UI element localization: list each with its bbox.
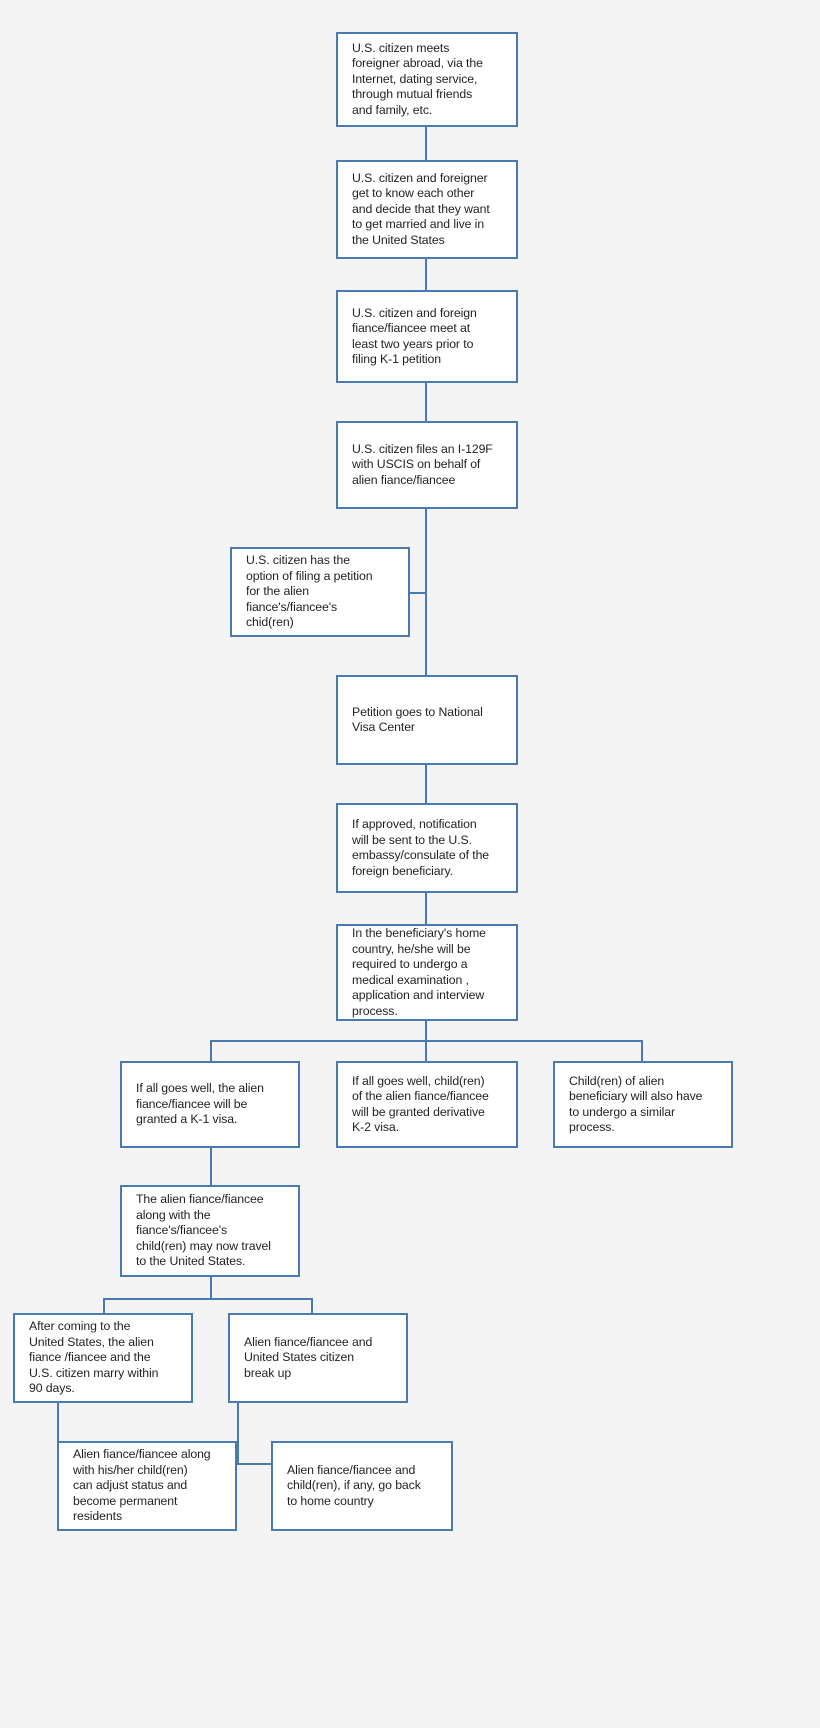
node-meet-foreigner[interactable]: U.S. citizen meets foreigner abroad, via… bbox=[336, 32, 518, 127]
connector-bottomsplit-to-breakup bbox=[311, 1298, 313, 1314]
node-children-similar-process-label: Child(ren) of alien beneficiary will als… bbox=[569, 1073, 703, 1135]
node-option-children-petition-label: U.S. citizen has the option of filing a … bbox=[246, 553, 373, 630]
node-national-visa-center-label: Petition goes to National Visa Center bbox=[352, 704, 483, 735]
node-break-up-label: Alien fiance/fiancee and United States c… bbox=[244, 1334, 373, 1380]
connector-bottomsplit-to-marry bbox=[103, 1298, 105, 1314]
node-children-similar-process[interactable]: Child(ren) of alien beneficiary will als… bbox=[553, 1061, 733, 1148]
connector-breakup-to-goback bbox=[237, 1401, 239, 1465]
connector-marry-to-adjust bbox=[57, 1401, 59, 1444]
node-home-country-process[interactable]: In the beneficiary's home country, he/sh… bbox=[336, 924, 518, 1021]
node-k2-visa-granted[interactable]: If all goes well, child(ren) of the alie… bbox=[336, 1061, 518, 1148]
node-national-visa-center[interactable]: Petition goes to National Visa Center bbox=[336, 675, 518, 765]
connector-travel-to-bottomsplit bbox=[210, 1276, 212, 1300]
node-may-travel-us[interactable]: The alien fiance/fiancee along with the … bbox=[120, 1185, 300, 1277]
node-meet-foreigner-label: U.S. citizen meets foreigner abroad, via… bbox=[352, 40, 483, 117]
node-adjust-status[interactable]: Alien fiance/fiancee along with his/her … bbox=[57, 1441, 237, 1531]
connector-breakup-to-goback-h bbox=[237, 1463, 272, 1465]
node-get-to-know-label: U.S. citizen and foreigner get to know e… bbox=[352, 170, 490, 247]
node-k1-visa-granted[interactable]: If all goes well, the alien fiance/fianc… bbox=[120, 1061, 300, 1148]
node-k2-visa-granted-label: If all goes well, child(ren) of the alie… bbox=[352, 1073, 489, 1135]
connector-bottom-split-bus bbox=[103, 1298, 313, 1300]
connector-meettwoyears-to-filei129f bbox=[425, 382, 427, 422]
node-file-i129f[interactable]: U.S. citizen files an I-129F with USCIS … bbox=[336, 421, 518, 509]
node-k1-visa-granted-label: If all goes well, the alien fiance/fianc… bbox=[136, 1081, 264, 1127]
node-marry-90-days-label: After coming to the United States, the a… bbox=[29, 1319, 159, 1396]
connector-homecountry-to-split bbox=[425, 1020, 427, 1042]
connector-k1-to-travel bbox=[210, 1147, 212, 1185]
connector-meet-to-getknow bbox=[425, 126, 427, 160]
connector-getknow-to-meettwoyears bbox=[425, 258, 427, 290]
node-file-i129f-label: U.S. citizen files an I-129F with USCIS … bbox=[352, 441, 493, 487]
node-marry-90-days[interactable]: After coming to the United States, the a… bbox=[13, 1313, 193, 1403]
node-approval-notification-label: If approved, notification will be sent t… bbox=[352, 817, 490, 878]
connector-stub-to-children-option bbox=[408, 592, 427, 594]
connector-split-to-k1 bbox=[210, 1040, 212, 1062]
connector-nvc-to-approval bbox=[425, 764, 427, 804]
node-get-to-know[interactable]: U.S. citizen and foreigner get to know e… bbox=[336, 160, 518, 259]
node-approval-notification[interactable]: If approved, notification will be sent t… bbox=[336, 803, 518, 893]
connector-split-to-children-similar bbox=[641, 1040, 643, 1062]
node-meet-two-years-label: U.S. citizen and foreign fiance/fiancee … bbox=[352, 305, 477, 367]
node-meet-two-years[interactable]: U.S. citizen and foreign fiance/fiancee … bbox=[336, 290, 518, 383]
node-go-back-home[interactable]: Alien fiance/fiancee and child(ren), if … bbox=[271, 1441, 453, 1531]
node-go-back-home-label: Alien fiance/fiancee and child(ren), if … bbox=[287, 1462, 421, 1508]
node-home-country-process-label: In the beneficiary's home country, he/sh… bbox=[352, 926, 486, 1018]
connector-split-to-k2 bbox=[425, 1040, 427, 1062]
node-break-up[interactable]: Alien fiance/fiancee and United States c… bbox=[228, 1313, 408, 1403]
connector-approval-to-homecountry bbox=[425, 892, 427, 924]
node-option-children-petition[interactable]: U.S. citizen has the option of filing a … bbox=[230, 547, 410, 637]
node-adjust-status-label: Alien fiance/fiancee along with his/her … bbox=[73, 1447, 211, 1524]
node-may-travel-us-label: The alien fiance/fiancee along with the … bbox=[136, 1192, 271, 1269]
